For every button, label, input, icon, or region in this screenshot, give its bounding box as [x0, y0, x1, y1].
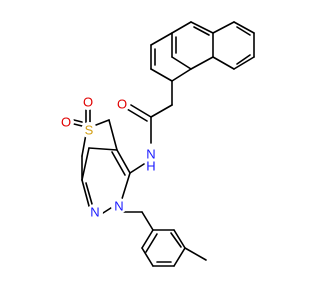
- bond: [81, 133, 87, 157]
- bond: [95, 119, 110, 126]
- nitrogen-label: N: [114, 199, 123, 214]
- oxygen-label: O: [117, 97, 127, 112]
- bond: [193, 26, 210, 36]
- bond: [141, 211, 154, 231]
- nitrogen-label: N: [146, 147, 155, 162]
- amide-nitrogen: N H: [142, 147, 160, 174]
- bond: [73, 123, 83, 127]
- sulfur-label: S: [85, 123, 94, 138]
- bond: [126, 108, 148, 122]
- bond: [141, 247, 154, 267]
- bond: [145, 233, 158, 253]
- nitrogen-label: N: [90, 205, 99, 220]
- pyrazole-nitrogen-1: N: [87, 204, 103, 220]
- bond: [116, 149, 131, 174]
- oxygen-label: O: [61, 115, 71, 130]
- bond: [236, 54, 251, 65]
- bond: [73, 119, 83, 123]
- sulfonyl-oxygen-top: O: [80, 94, 96, 110]
- oxygen-label: O: [83, 95, 93, 110]
- bonds: [73, 21, 255, 267]
- bond: [212, 21, 235, 34]
- bond: [150, 104, 173, 118]
- sulfur-atom: S: [81, 122, 97, 138]
- bond: [88, 147, 118, 151]
- bond: [141, 229, 154, 249]
- bond: [81, 179, 90, 207]
- hydrogen-label: H: [146, 159, 155, 174]
- bond: [120, 172, 131, 203]
- bond: [129, 163, 145, 174]
- molecule-structure: S O O O N H N N: [58, 21, 255, 267]
- pyrazole-nitrogen-2: N: [111, 198, 127, 214]
- bond: [171, 56, 192, 70]
- bond: [190, 21, 214, 34]
- bond: [170, 232, 182, 248]
- bond: [81, 147, 90, 181]
- bond: [173, 229, 186, 249]
- bond: [150, 68, 173, 82]
- amide-oxygen: O: [114, 96, 130, 112]
- bond: [150, 32, 173, 46]
- bond: [173, 247, 186, 267]
- bond: [85, 182, 93, 205]
- sulfonyl-oxygen-left: O: [58, 114, 74, 130]
- bond: [212, 56, 235, 70]
- bond: [171, 21, 192, 34]
- bond: [108, 119, 118, 151]
- atom-labels: S O O O N H N N: [58, 94, 160, 220]
- bond: [236, 26, 251, 36]
- bond: [184, 247, 207, 261]
- bond: [233, 56, 255, 70]
- bond: [111, 151, 126, 176]
- bond: [190, 56, 214, 70]
- bond: [171, 68, 192, 82]
- bond: [233, 21, 255, 34]
- bond: [130, 104, 152, 118]
